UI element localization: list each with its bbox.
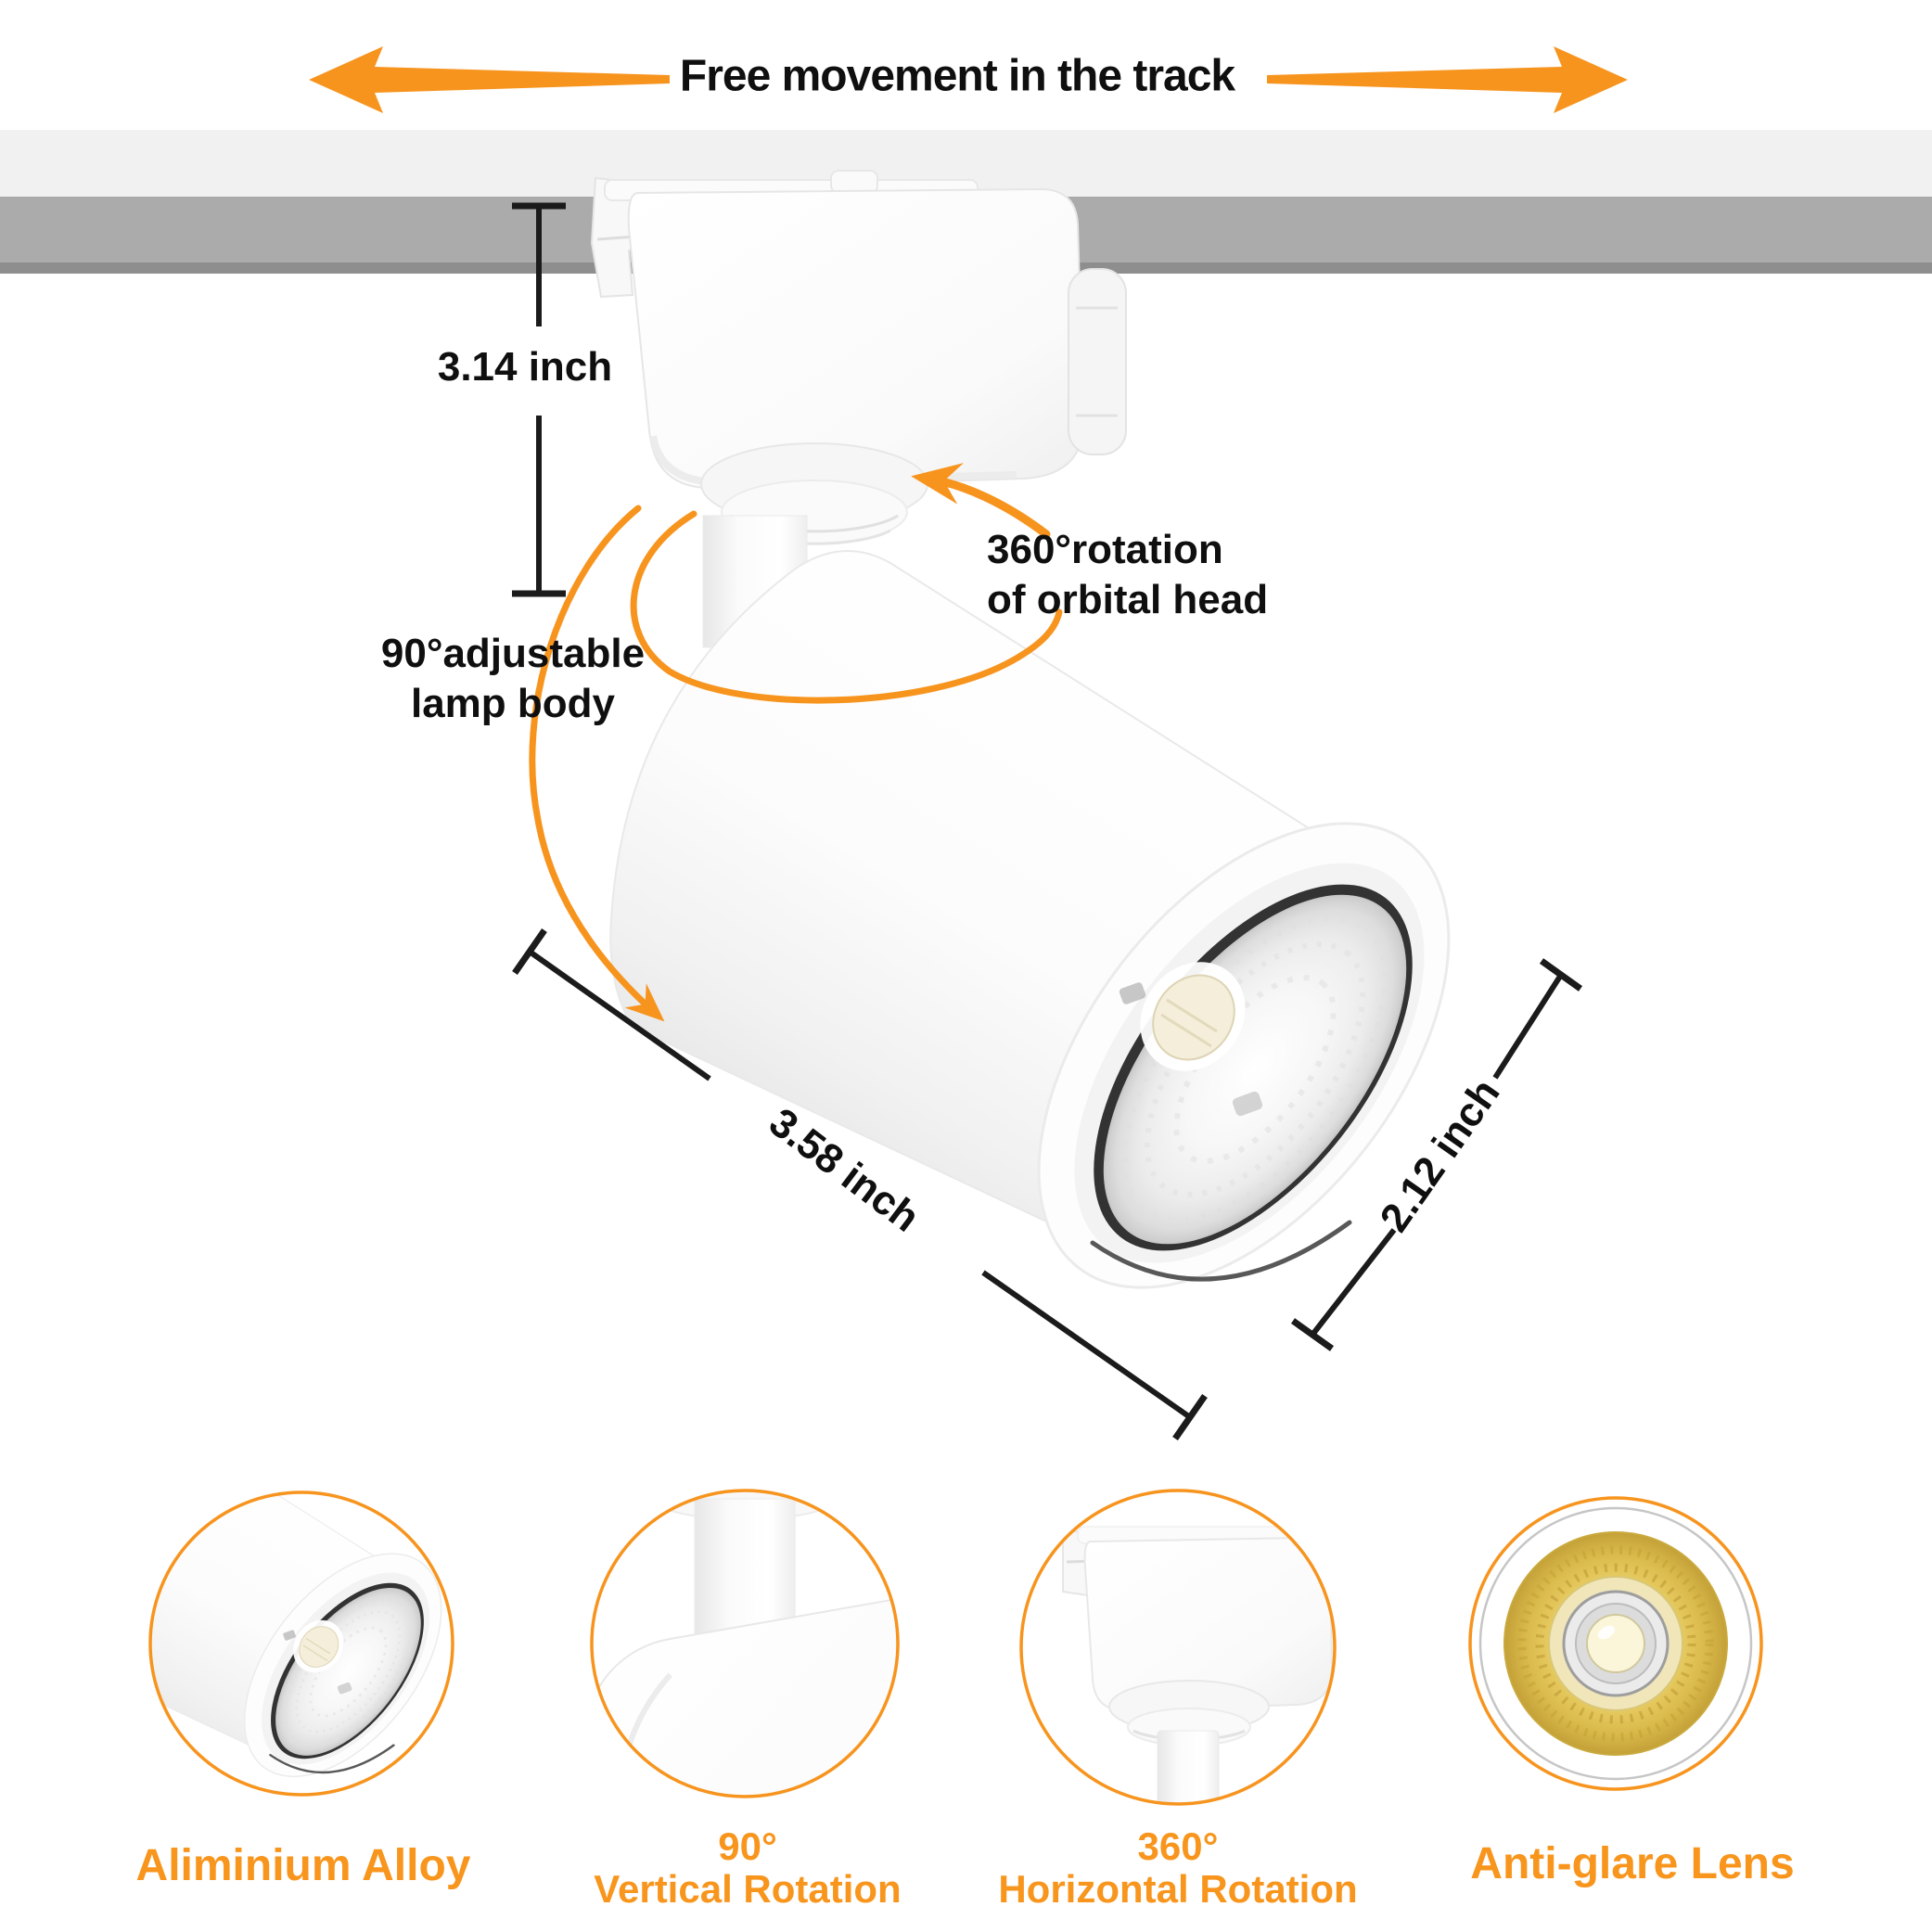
- feature-caption-horizontal-line1: 360°: [1137, 1824, 1219, 1868]
- height-dimension-label: 3.14 inch: [437, 344, 613, 390]
- lamp-tilt-line2: lamp body: [410, 681, 616, 726]
- orbital-rotation-line1: 360°rotation: [987, 527, 1223, 572]
- free-move-right-arrow-icon: [1267, 46, 1628, 113]
- page-title: Free movement in the track: [679, 51, 1235, 101]
- adapter-box: [627, 187, 1085, 490]
- free-move-left-arrow-icon: [309, 46, 670, 113]
- feature-caption-horizontal-rotation: 360° Horizontal Rotation: [998, 1825, 1357, 1911]
- feature-circle-anti-glare-lens: [1468, 1496, 1763, 1791]
- feature-caption-vertical-rotation: 90° Vertical Rotation: [594, 1825, 901, 1911]
- feature-caption-vertical-line2: Vertical Rotation: [594, 1867, 902, 1911]
- height-dimension-line: [512, 202, 566, 597]
- feature-caption-vertical-line1: 90°: [718, 1824, 777, 1868]
- length-dimension-line: [512, 928, 1208, 1440]
- feature-image-horizontal-rotation: [1062, 1526, 1334, 1804]
- feature-image-anti-glare-lens: [1470, 1498, 1761, 1789]
- feature-circle-horizontal-rotation: [1019, 1489, 1337, 1806]
- diameter-dimension-line: [1290, 958, 1583, 1351]
- tilt-arc-arrow-icon: [529, 505, 665, 1022]
- orbital-rotation-line2: of orbital head: [987, 577, 1269, 622]
- feature-caption-aluminium: Aliminium Alloy: [135, 1841, 471, 1890]
- rotation-arc-icon: [630, 510, 1063, 704]
- feature-circle-vertical-rotation: [590, 1489, 900, 1798]
- track-adapter: [590, 170, 1127, 648]
- feature-caption-anti-glare: Anti-glare Lens: [1470, 1839, 1795, 1888]
- adapter-side-tab: [1068, 268, 1127, 455]
- lamp-tilt-line1: 90°adjustable: [380, 631, 646, 676]
- rotation-arrow-icon: [911, 463, 1051, 539]
- orbital-rotation-label: 360°rotation of orbital head: [987, 525, 1268, 625]
- lamp-tilt-label: 90°adjustable lamp body: [381, 629, 645, 729]
- feature-circle-aluminium: [148, 1491, 454, 1797]
- feature-caption-horizontal-line2: Horizontal Rotation: [998, 1867, 1358, 1911]
- lamp-body: [610, 551, 1529, 1362]
- feature-image-aluminium: [150, 1492, 453, 1795]
